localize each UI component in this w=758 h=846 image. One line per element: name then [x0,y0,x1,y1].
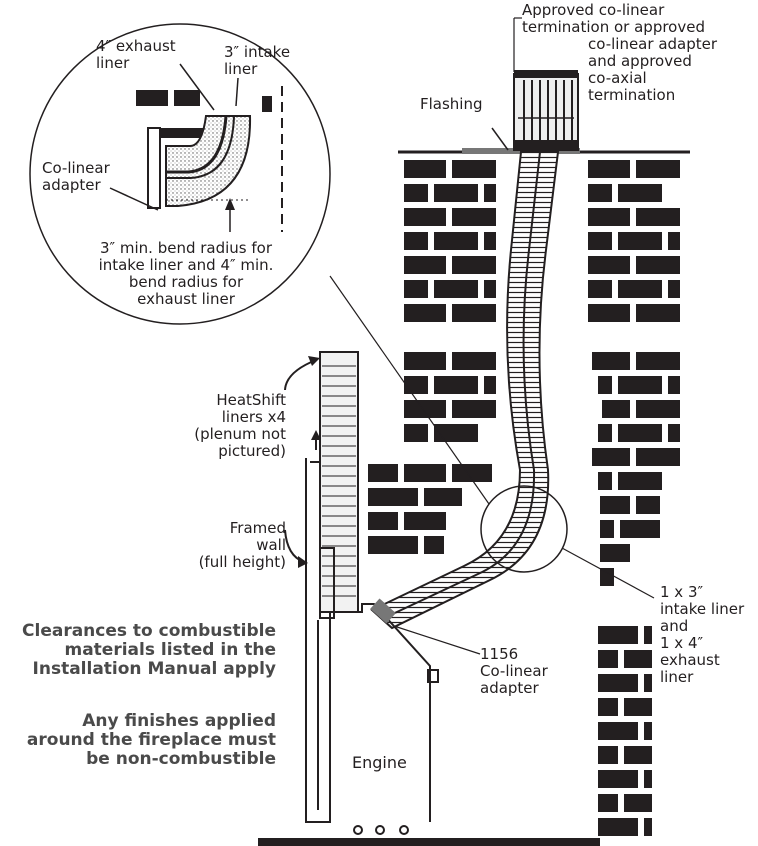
termination-label: Approved co-linear termination or approv… [522,1,705,36]
flashing-label: Flashing [420,95,483,113]
heatshift-label: HeatShift liners x4 (plenum not pictured… [194,391,286,460]
finishes-note: Any finishes applied around the fireplac… [26,711,276,769]
termination-cap [513,70,579,151]
liner-zoom-circle [480,485,568,573]
bend-radius-label: 3″ min. bend radius for intake liner and… [98,239,274,308]
intake-liner-label: 3″ intake liner [224,43,291,78]
chimney-brick-right [588,160,680,836]
adapter-inset [29,23,331,325]
framed-wall-arrow [284,529,305,563]
colinear-adapter-1156 [370,598,396,624]
engine-label: Engine [352,753,407,772]
liner-pair [370,151,560,630]
floor [258,838,600,846]
chimney-brick-left [368,160,496,554]
heatshift-arrow [284,359,317,391]
exhaust-liner-label: 4″ exhaust liner [96,37,176,72]
liners-label: 1 x 3″ intake liner and 1 x 4″ exhaust l… [660,583,745,686]
colinear-adapter-inset-label: Co-linear adapter [42,159,110,194]
engine-unit [305,351,439,835]
framed-wall-label: Framed wall (full height) [198,519,286,571]
termination-label-continued: co-linear adapter and approved co-axial … [588,35,718,104]
clearances-note: Clearances to combustible materials list… [22,621,276,679]
adapter-1156-label: 1156 Co-linear adapter [480,645,548,697]
heatshift-liners [319,351,359,613]
